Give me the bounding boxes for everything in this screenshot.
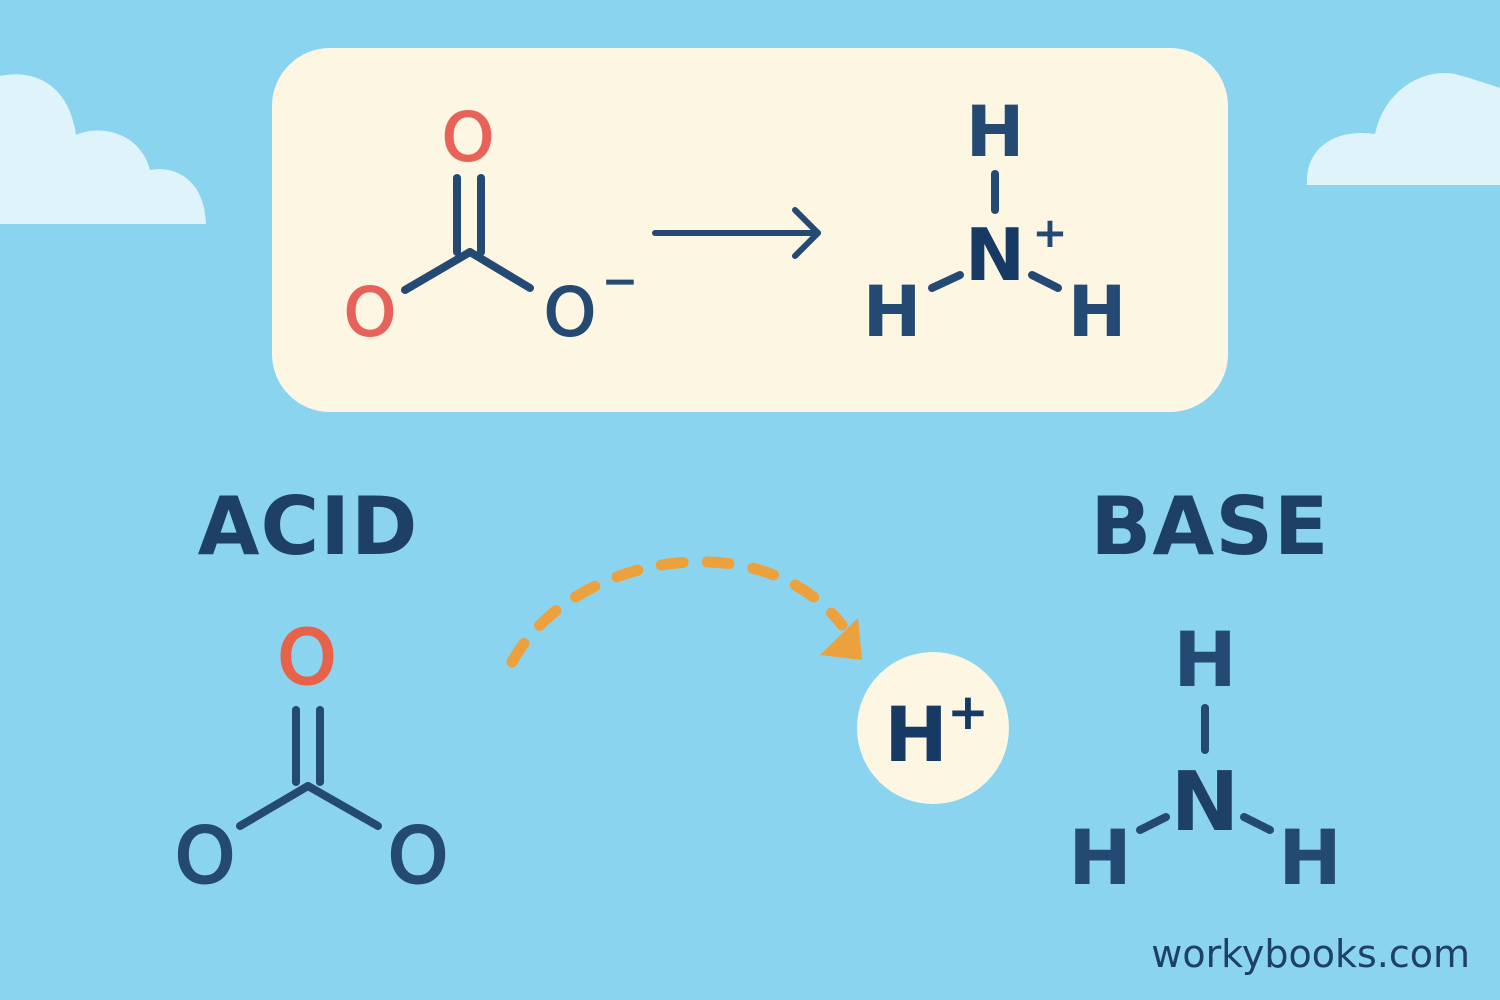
site-watermark: workybooks.com: [1151, 932, 1470, 976]
reactant-oxygen-top: O: [441, 99, 495, 176]
base-hydrogen-left: H: [1068, 813, 1132, 902]
acid-bond-right: [304, 782, 382, 830]
product-charge: +: [1032, 208, 1068, 257]
cloud-icon: [0, 74, 206, 224]
reactant-oxygen-left: O: [343, 274, 397, 351]
base-hydrogen-top: H: [1173, 615, 1237, 704]
acid-oxygen-top: O: [276, 615, 337, 701]
dashed-curved-arrow-icon: [506, 556, 862, 668]
proton-symbol: H: [884, 690, 948, 779]
base-nitrogen: N: [1170, 755, 1240, 850]
acid-oxygen-left: O: [174, 811, 237, 900]
reactant-charge: −: [601, 256, 639, 307]
product-hydrogen-left: H: [862, 271, 922, 353]
cloud-icon: [1306, 72, 1500, 185]
product-bond-left: [928, 271, 964, 292]
proton-charge: +: [947, 683, 989, 741]
acid-oxygen-right: O: [387, 811, 450, 900]
product-hydrogen-right: H: [1067, 271, 1127, 353]
base-hydrogen-right: H: [1278, 813, 1342, 902]
product-bond-right: [1028, 271, 1062, 292]
reactant-bond-left: [401, 248, 474, 294]
base-bond-right: [1240, 813, 1274, 834]
reactant-oxygen-right: O: [543, 274, 597, 351]
base-bond-left: [1136, 813, 1170, 834]
right-arrow-icon: [652, 207, 821, 259]
acid-heading: ACID: [197, 480, 419, 573]
product-hydrogen-top: H: [965, 91, 1025, 173]
acid-bond-left: [236, 782, 312, 830]
base-heading: BASE: [1090, 480, 1330, 573]
product-nitrogen: N: [964, 213, 1026, 297]
reactant-bond-right: [466, 248, 534, 292]
proton-bubble: [857, 652, 1009, 804]
